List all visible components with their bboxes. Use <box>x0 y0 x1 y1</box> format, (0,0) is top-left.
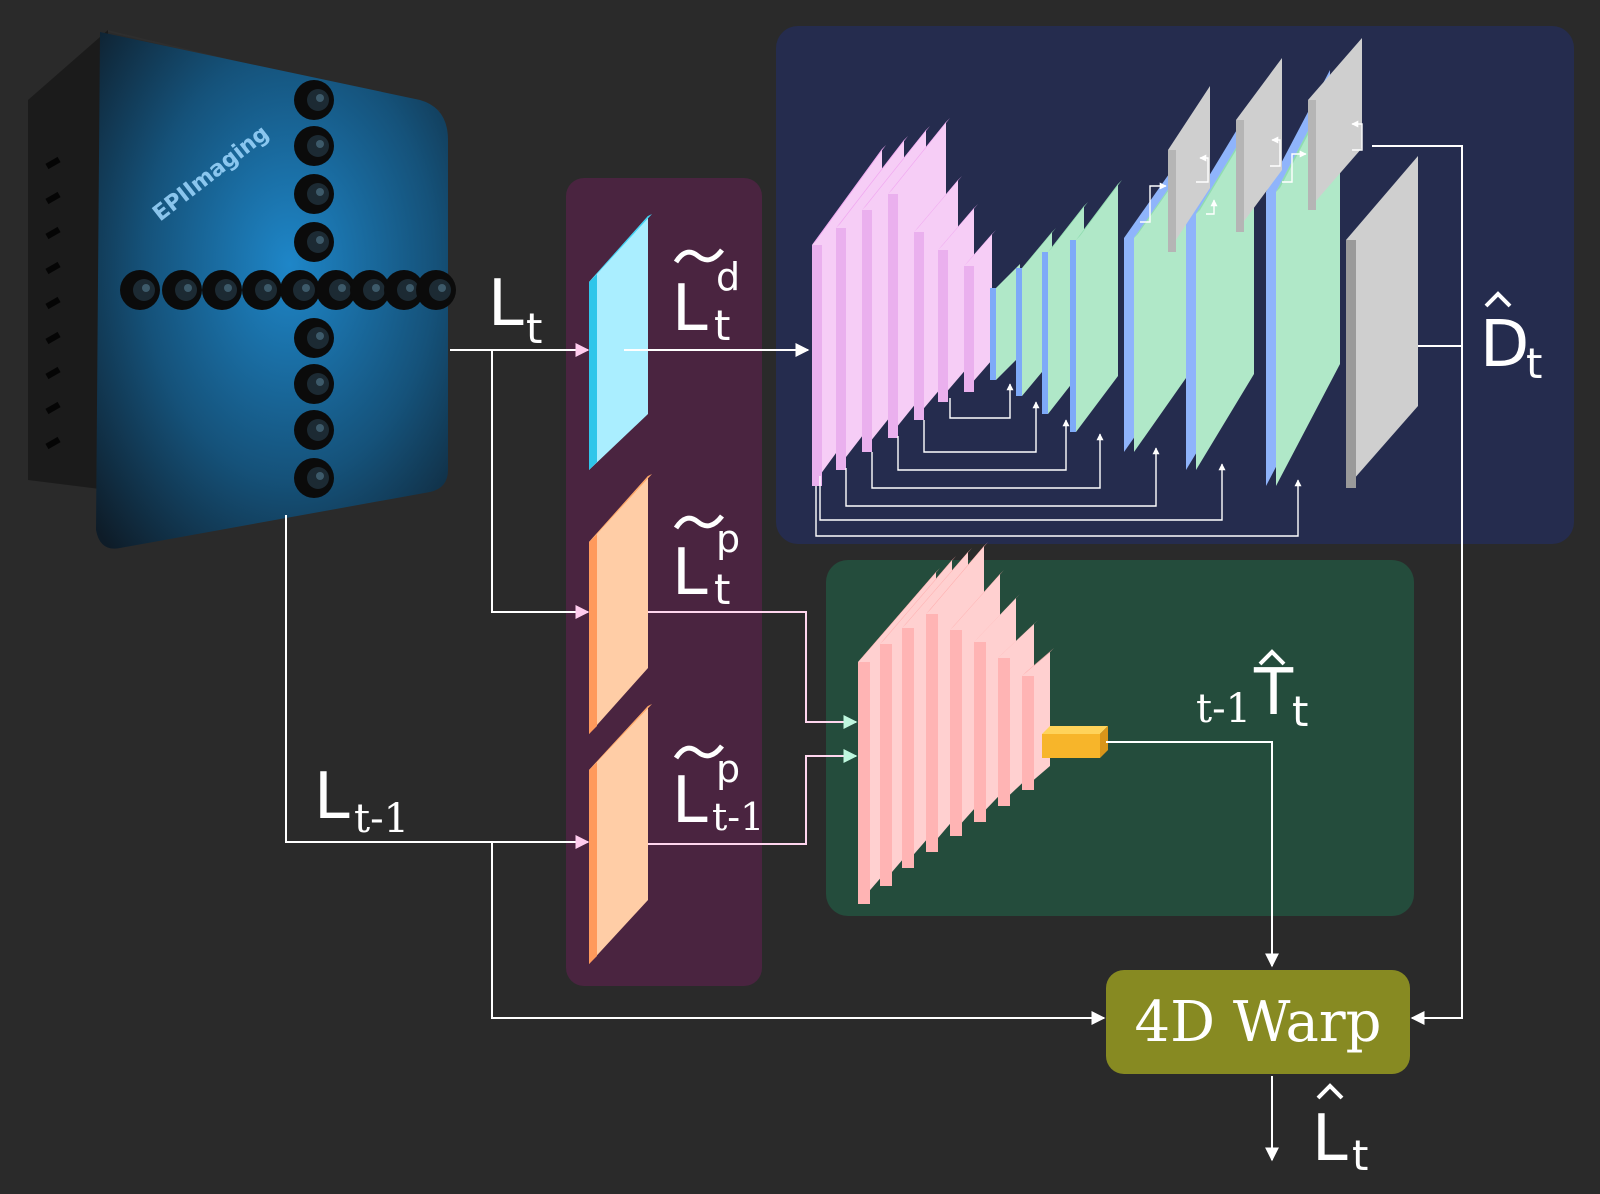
label-L-p1-sub: t-1 <box>712 795 764 839</box>
camera-lens <box>120 270 160 310</box>
pose-input-slice-t <box>589 474 652 734</box>
depth-unet <box>812 38 1418 488</box>
skip-connection <box>871 433 1104 489</box>
label-L-t-1: L t-1 <box>314 760 409 842</box>
camera-lens <box>384 270 424 310</box>
upsample-connection <box>1206 199 1218 215</box>
light-field-camera: EPIImaging <box>28 30 456 549</box>
label-L-p1-sup: p <box>716 747 740 791</box>
label-L-tilde-d: L d t <box>672 248 740 350</box>
label-D-base: D <box>1480 308 1529 382</box>
unet-output-map <box>1308 38 1362 210</box>
pose-net-layer <box>1022 648 1054 790</box>
label-L-tilde-p-t-1: L p t-1 <box>672 744 764 839</box>
upsample-connection <box>1351 120 1363 151</box>
pose-network <box>858 542 1054 904</box>
label-L-d-sup: d <box>716 255 740 299</box>
upsample-connection <box>1196 154 1209 183</box>
camera-lens <box>294 174 334 214</box>
label-L-tilde-p: L p t <box>672 514 740 614</box>
camera-lens <box>294 318 334 358</box>
unet-skip-connections <box>815 120 1363 537</box>
label-L-t-sub: t <box>526 304 542 353</box>
camera-lens <box>416 270 456 310</box>
upsample-connection <box>1282 150 1307 183</box>
label-L-t: L t <box>488 267 542 353</box>
camera-lens-array <box>120 80 456 498</box>
camera-lens <box>202 270 242 310</box>
camera-lens <box>294 364 334 404</box>
label-D-hat: D t <box>1480 291 1542 388</box>
camera-lens <box>294 126 334 166</box>
label-D-sub: t <box>1526 339 1542 388</box>
camera-lens <box>316 270 356 310</box>
label-L-d-base: L <box>672 272 708 346</box>
label-L-d-sub: t <box>714 301 730 350</box>
unet-final-output <box>1346 156 1418 488</box>
label-L-p1-base: L <box>672 764 708 838</box>
unet-output-map <box>1168 86 1210 252</box>
camera-lens <box>242 270 282 310</box>
camera-lens <box>294 458 334 498</box>
unet-encoder-layer <box>964 230 996 392</box>
label-L-t-1-sub: t-1 <box>354 796 409 842</box>
label-T-sub: t <box>1292 687 1308 736</box>
camera-vents <box>45 156 61 450</box>
skip-connection <box>819 463 1226 521</box>
skip-connection <box>845 447 1160 507</box>
upsample-connection <box>1270 136 1281 167</box>
camera-lens <box>294 410 334 450</box>
camera-lens <box>280 270 320 310</box>
label-L-p-sup: p <box>716 517 740 561</box>
unet-output-map <box>1236 58 1282 232</box>
pose-output-block <box>1042 726 1108 758</box>
pose-input-slice-t-1 <box>589 704 652 964</box>
label-L-hat-sub: t <box>1352 1131 1368 1180</box>
warp-block: 4D Warp <box>1106 970 1410 1074</box>
skip-connection <box>897 419 1070 471</box>
skip-connection <box>815 479 1302 537</box>
skip-connection <box>923 401 1040 453</box>
camera-lens <box>350 270 390 310</box>
label-T-pre: t-1 <box>1196 686 1251 732</box>
label-L-p-base: L <box>672 536 708 610</box>
skip-connection <box>949 383 1014 419</box>
warp-box <box>1106 970 1410 1074</box>
unet-bottleneck-layer <box>1070 180 1122 432</box>
label-L-t-base: L <box>488 267 524 341</box>
upsample-connection <box>1140 182 1167 223</box>
label-L-hat: L t <box>1312 1083 1368 1180</box>
warp-label: 4D Warp <box>1134 990 1381 1055</box>
data-flow-arrows <box>285 145 1463 1162</box>
label-T-hat: t-1 T t <box>1196 649 1308 736</box>
camera-lens <box>294 222 334 262</box>
camera-lens <box>162 270 202 310</box>
unet-bottleneck-layer <box>990 260 1024 380</box>
label-L-hat-base: L <box>1312 1102 1348 1176</box>
label-T-base: T <box>1253 656 1294 730</box>
label-L-t-1-base: L <box>314 760 350 834</box>
label-L-p-sub: t <box>714 565 730 614</box>
depth-input-slice <box>589 214 652 470</box>
camera-lens <box>294 80 334 120</box>
